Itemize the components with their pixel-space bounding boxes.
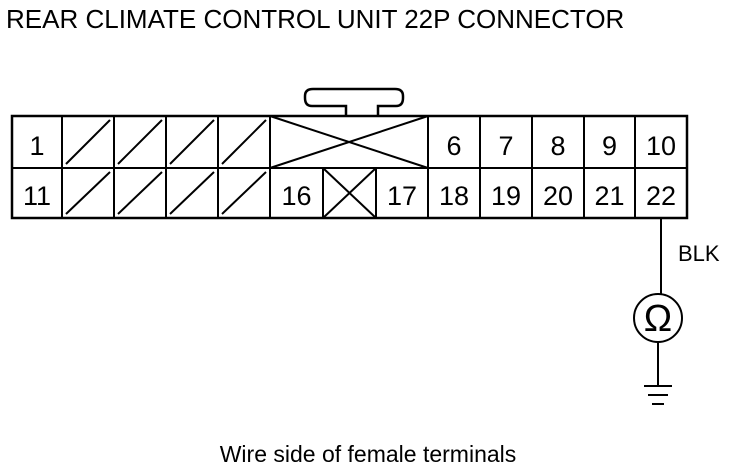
pin-label-16: 16 [281,181,311,211]
diagram-title: REAR CLIMATE CONTROL UNIT 22P CONNECTOR [6,4,624,34]
blank-cavity-slash [65,171,111,215]
blank-cavity-slash [221,119,267,165]
blank-cavity-slash [169,171,215,215]
ground-icon [644,385,672,405]
pin-label-20: 20 [543,181,573,211]
ohmmeter: Ω [633,293,683,343]
connector-bottom-row: 11 16 17 18 19 20 21 22 [23,167,676,219]
pin-label-8: 8 [550,131,565,161]
no-terminal-cross [322,167,377,219]
connector-top-row: 1 6 7 8 9 10 [29,115,676,169]
diagram-caption: Wire side of female terminals [220,441,517,467]
pin-label-19: 19 [491,181,521,211]
ohm-symbol: Ω [644,298,672,340]
pin-label-17: 17 [387,181,417,211]
wire-color-label: BLK [678,241,720,266]
blank-cavity-slash [221,171,267,215]
connector-lock-tab [303,87,405,116]
pin-label-7: 7 [498,131,513,161]
blank-cavity-slash [117,119,163,165]
no-terminal-cross [269,115,429,169]
pin-label-21: 21 [594,181,624,211]
pin-label-10: 10 [646,131,676,161]
pin-label-9: 9 [602,131,617,161]
blank-cavity-slash [169,119,215,165]
pin-label-18: 18 [439,181,469,211]
blank-cavity-slash [117,171,163,215]
pin-label-11: 11 [23,181,51,211]
pin-label-22: 22 [646,181,676,211]
blank-cavity-slash [65,119,111,165]
pin-label-1: 1 [29,131,44,161]
pin-label-6: 6 [446,131,461,161]
